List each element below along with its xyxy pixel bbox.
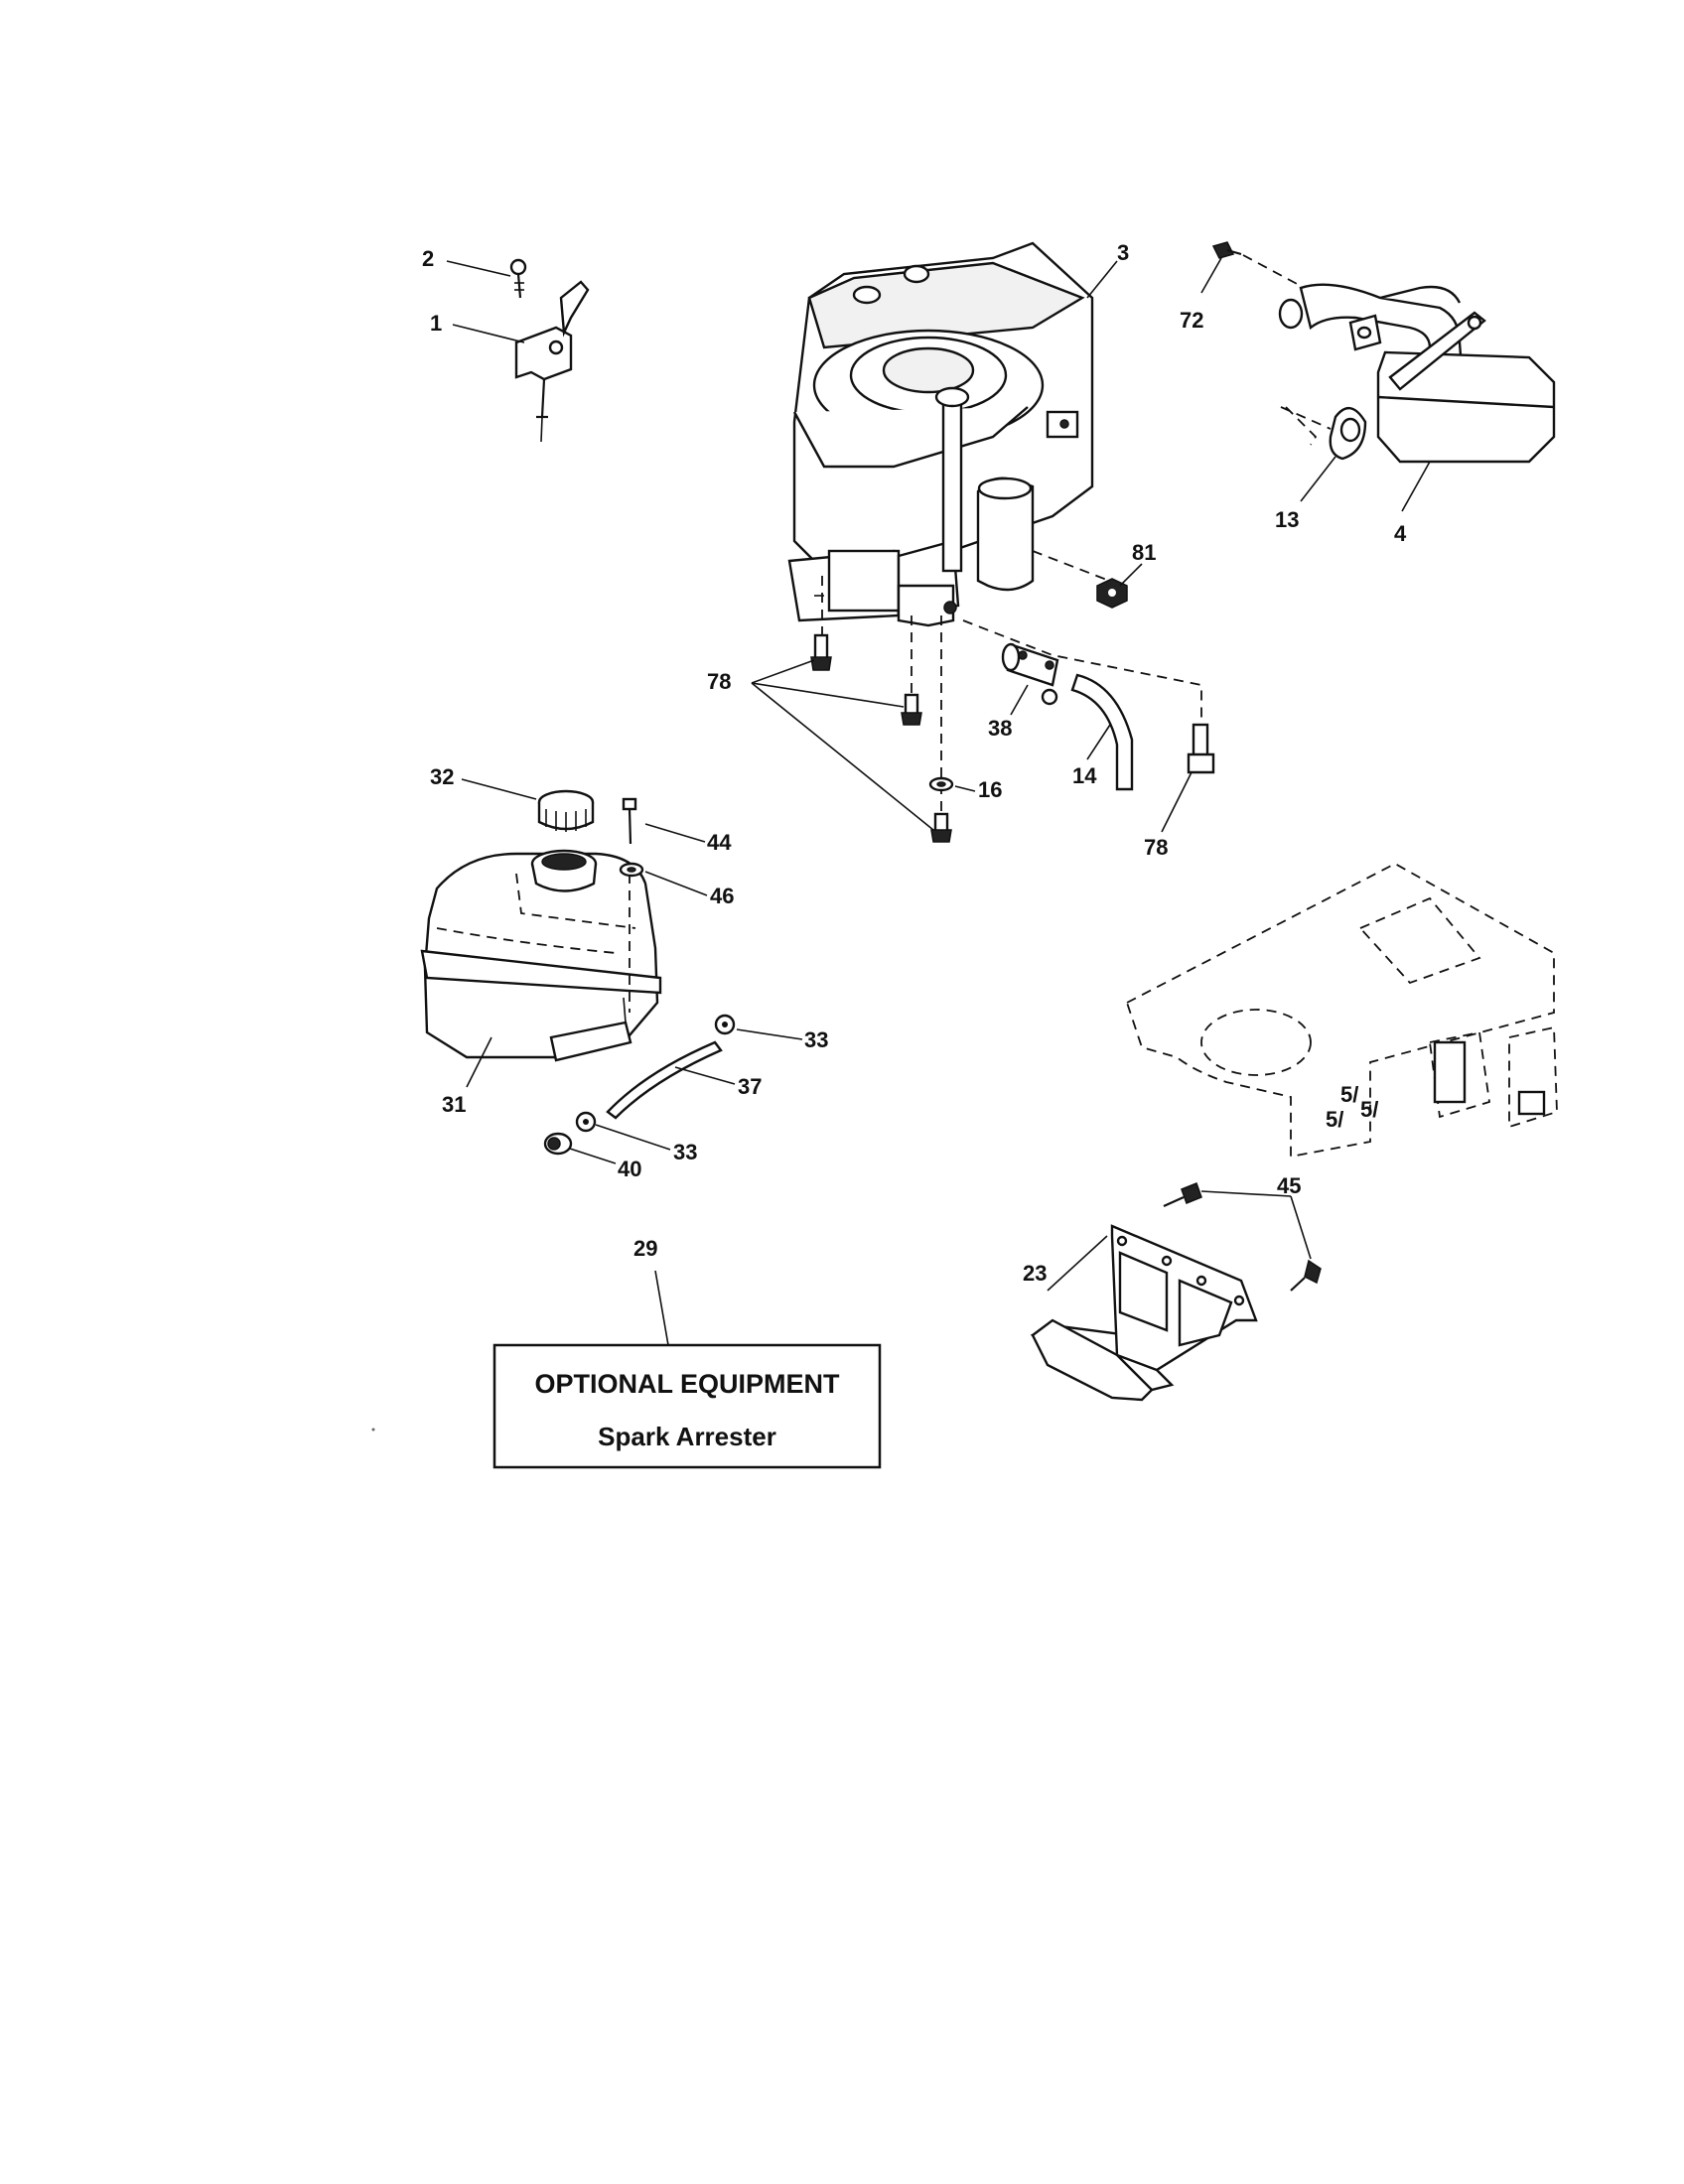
optional-equipment-item: Spark Arrester: [598, 1422, 776, 1451]
leader-78a-2: [751, 682, 905, 708]
callout-46: 46: [710, 884, 734, 908]
leader-33a: [736, 1028, 803, 1040]
muffler-bolt-72: [1211, 241, 1242, 259]
engine-bolt-4: [1187, 723, 1215, 774]
engine-bolt-3: [930, 812, 952, 843]
leader-45-2: [1290, 1195, 1312, 1260]
optional-equipment-title: OPTIONAL EQUIPMENT: [534, 1369, 840, 1399]
callout-32: 32: [430, 764, 454, 789]
leader-1: [452, 324, 525, 343]
heat-shield-screw-left: [1163, 1182, 1202, 1208]
leader-2: [446, 260, 511, 277]
leader-16: [954, 785, 976, 792]
leader-29: [654, 1270, 669, 1346]
engine: [787, 241, 1094, 627]
callout-2: 2: [422, 246, 434, 271]
engine-bolt-2: [901, 693, 922, 726]
throttle-control-bracket: [514, 280, 590, 443]
callout-33-a: 33: [804, 1027, 828, 1052]
callout-4: 4: [1394, 521, 1407, 546]
callout-14: 14: [1072, 763, 1097, 788]
callout-33-b: 33: [673, 1140, 697, 1164]
svg-text:5/: 5/: [1326, 1107, 1343, 1132]
leader-3: [1086, 260, 1118, 299]
gasket-dash: [1280, 406, 1332, 430]
svg-text:5/: 5/: [1360, 1097, 1378, 1122]
fuel-line-37: [606, 1040, 723, 1120]
mount-dash-e: [1032, 550, 1118, 585]
svg-text:5/: 5/: [1340, 1082, 1358, 1107]
bracket-screw: [509, 258, 527, 299]
muffler-dash-a: [1242, 254, 1302, 287]
leader-40: [569, 1148, 617, 1164]
fuel-line-14: [1070, 673, 1134, 791]
leader-46: [644, 871, 708, 896]
muffler-gasket-13: [1329, 407, 1367, 461]
leader-72: [1200, 257, 1222, 294]
leader-33b: [595, 1124, 671, 1151]
leader-78b: [1161, 771, 1193, 833]
leader-78a-1: [751, 659, 815, 684]
leader-13: [1300, 456, 1336, 502]
leader-23: [1047, 1235, 1108, 1292]
callout-3: 3: [1117, 240, 1129, 265]
heat-shield-23: [1030, 1224, 1258, 1402]
mount-dash-d: [962, 619, 1202, 725]
leader-78a-3: [751, 682, 934, 831]
leader-4: [1401, 461, 1431, 512]
leader-81: [1119, 563, 1143, 587]
fuel-filter: [1001, 642, 1059, 706]
optional-equipment-box: [492, 1343, 882, 1469]
callout-78-a: 78: [707, 669, 731, 694]
callout-45: 45: [1277, 1173, 1301, 1198]
leader-37: [674, 1066, 736, 1085]
tank-bushing-40: [543, 1132, 573, 1156]
leader-45-1: [1200, 1190, 1292, 1197]
callout-31: 31: [442, 1092, 466, 1117]
tractor-chassis-reference: 5/ 5/ 5/: [1125, 862, 1558, 1159]
callout-1: 1: [430, 311, 442, 336]
leader-44: [644, 823, 706, 843]
fuel-tank-washer-46: [619, 862, 644, 878]
muffler: [1278, 283, 1556, 464]
callout-38: 38: [988, 716, 1012, 741]
engine-washer-16: [928, 776, 954, 792]
stray-mark: [371, 1428, 375, 1432]
leader-31: [466, 1036, 492, 1088]
callout-78-b: 78: [1144, 835, 1168, 860]
leader-14: [1086, 724, 1111, 760]
engine-bolt-1: [810, 633, 832, 671]
callout-40: 40: [618, 1157, 641, 1181]
callout-44: 44: [707, 830, 732, 855]
callout-37: 37: [738, 1074, 762, 1099]
callout-29: 29: [633, 1236, 657, 1261]
leader-32: [461, 778, 537, 800]
callout-16: 16: [978, 777, 1002, 802]
leader-38: [1010, 684, 1029, 716]
fuel-tank-cap: [537, 789, 595, 832]
fuel-tank: [420, 849, 662, 1062]
callout-13: 13: [1275, 507, 1299, 532]
fuel-line-clamp-bottom: [575, 1111, 597, 1133]
callout-81: 81: [1132, 540, 1156, 565]
fuel-line-clamp-top: [714, 1014, 736, 1035]
callout-23: 23: [1023, 1261, 1047, 1286]
fuel-tank-screw-44: [622, 797, 637, 845]
engine-nut-81: [1096, 578, 1128, 609]
muffler-dash-b: [1285, 406, 1318, 446]
heat-shield-screw-right: [1290, 1259, 1322, 1292]
callout-72: 72: [1180, 308, 1203, 333]
